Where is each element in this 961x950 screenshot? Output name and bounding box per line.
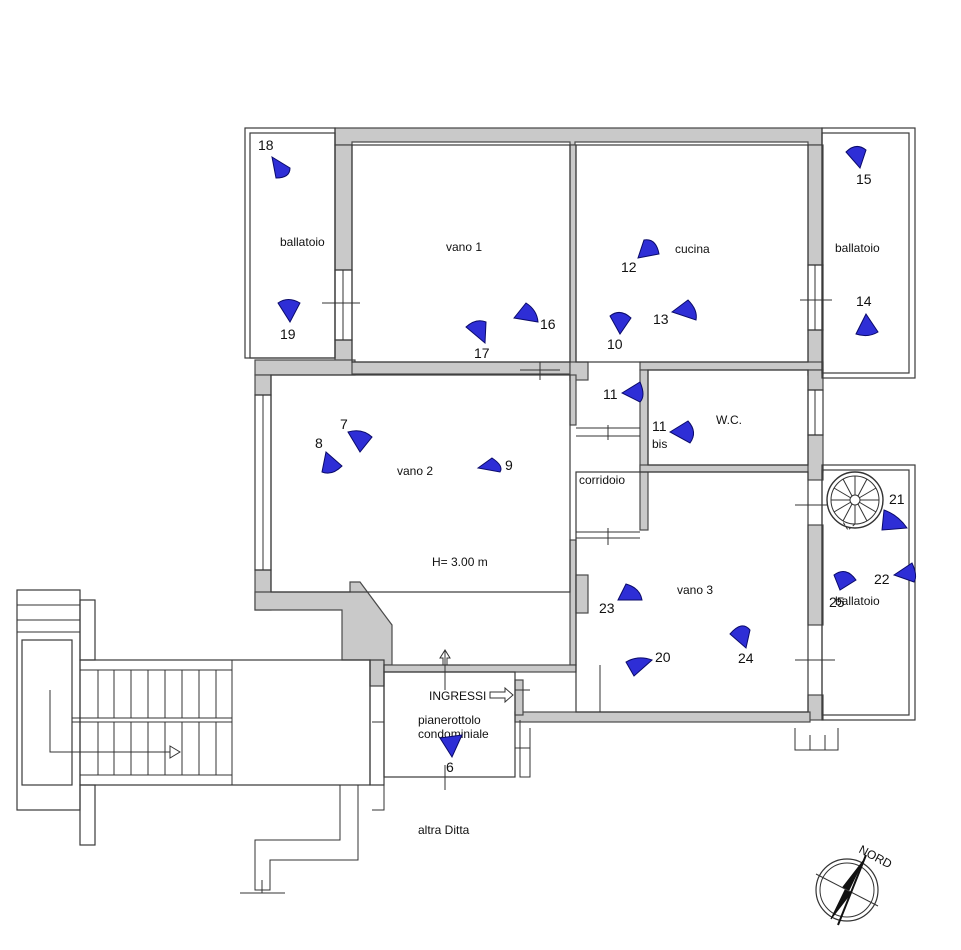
wall-corridor-left-upper: [569, 374, 577, 426]
camera-label: 12: [621, 259, 637, 275]
label-ballatoio-right-top: ballatoio: [835, 241, 880, 255]
label-ingressi: INGRESSI: [429, 689, 486, 703]
label-wc: W.C.: [716, 413, 742, 427]
camera-icon: [609, 312, 632, 335]
camera-label: bis: [652, 437, 667, 451]
spiral-staircase: [826, 471, 884, 531]
camera-label: 21: [889, 491, 905, 507]
label-ballatoio-right-bottom: ballatoio: [835, 594, 880, 608]
camera-icon: [620, 381, 644, 403]
stairwell-outer: [16, 589, 81, 811]
label-ballatoio-left: ballatoio: [280, 235, 325, 249]
camera-icons: [271, 146, 917, 759]
wall-wc-top: [639, 361, 824, 371]
camera-label: 16: [540, 316, 556, 332]
camera-icon: [277, 299, 301, 323]
camera-icon: [347, 430, 373, 453]
wall-vano3-pilaster: [575, 574, 589, 614]
room-vano1: [351, 144, 571, 363]
camera-label: 14: [856, 293, 872, 309]
camera-icon: [845, 146, 867, 169]
camera-icon: [729, 625, 751, 649]
balcony-right-bottom-inner: [821, 469, 910, 716]
label-vano2: vano 2: [397, 464, 433, 478]
label-height: H= 3.00 m: [432, 555, 488, 569]
wall-vano3-right-mid: [807, 524, 824, 626]
camera-label: 9: [505, 457, 513, 473]
camera-icon: [625, 657, 653, 677]
camera-icon: [669, 420, 694, 444]
camera-label: 19: [280, 326, 296, 342]
camera-icon: [892, 562, 917, 583]
wall-entrance-right: [514, 679, 524, 716]
arrow-up-icon: [439, 649, 451, 666]
label-pianerottolo: pianerottolo: [418, 713, 481, 727]
label-corridoio: corridoio: [579, 473, 625, 487]
wall-left-top: [334, 144, 353, 271]
camera-icon: [476, 457, 502, 473]
camera-label: 13: [653, 311, 669, 327]
room-vano2: [270, 374, 571, 593]
camera-label: 15: [856, 171, 872, 187]
camera-label: 8: [315, 435, 323, 451]
camera-label: 11: [652, 418, 667, 434]
camera-label: 17: [474, 345, 490, 361]
camera-icon: [271, 155, 291, 179]
camera-label: 7: [340, 416, 348, 432]
stair-wall-top: [79, 599, 96, 661]
label-condominiale: condominiale: [418, 727, 489, 741]
wall-vano3-bottom: [514, 711, 811, 723]
stair-wall-bottom: [79, 784, 96, 846]
wall-wc-right-bottom: [807, 434, 824, 481]
wall-vano2-left-top: [254, 374, 272, 396]
wall-vano2-bottom: [254, 581, 393, 687]
camera-label: 10: [607, 336, 623, 352]
camera-label: 11: [603, 386, 618, 402]
compass: NORD: [815, 842, 895, 926]
balcony-right-top-inner: [821, 132, 910, 374]
camera-icon: [321, 451, 343, 474]
camera-label: 18: [258, 137, 274, 153]
camera-icon: [881, 509, 908, 531]
label-altra-ditta: altra Ditta: [418, 823, 470, 837]
camera-label: 23: [599, 600, 615, 616]
stairwell-inner: [21, 639, 73, 786]
camera-icon: [833, 570, 857, 591]
arrow-right-icon: [489, 686, 514, 704]
camera-icon: [855, 313, 879, 337]
camera-label: 22: [874, 571, 890, 587]
camera-icon: [617, 583, 643, 601]
camera-icon: [637, 239, 660, 259]
room-vano3: [575, 471, 809, 713]
wall-corridor-left-lower: [569, 539, 577, 666]
wall-vano1-cucina: [569, 144, 577, 376]
camera-icon: [465, 320, 487, 345]
wall-vano2-top-left: [254, 359, 356, 376]
room-cucina: [575, 144, 809, 363]
camera-label: 20: [655, 649, 671, 665]
stair-arrow-icon: [169, 745, 181, 759]
wall-wc-right-top: [807, 369, 824, 391]
camera-label: 6: [446, 759, 454, 775]
wall-vano1-bottom: [351, 361, 571, 375]
camera-icon: [670, 299, 697, 321]
label-vano1: vano 1: [446, 240, 482, 254]
camera-icon: [439, 734, 463, 759]
label-cucina: cucina: [675, 242, 710, 256]
label-vano3: vano 3: [677, 583, 713, 597]
wall-cucina-right: [807, 144, 824, 266]
wall-wc-bottom: [639, 464, 824, 473]
outer-wall-top: [334, 127, 823, 146]
balcony-left-inner: [249, 132, 336, 359]
wall-vano2-bottom-edge: [383, 664, 577, 673]
camera-label: 24: [738, 650, 754, 666]
camera-label: 25: [829, 594, 845, 610]
camera-icon: [513, 302, 539, 323]
